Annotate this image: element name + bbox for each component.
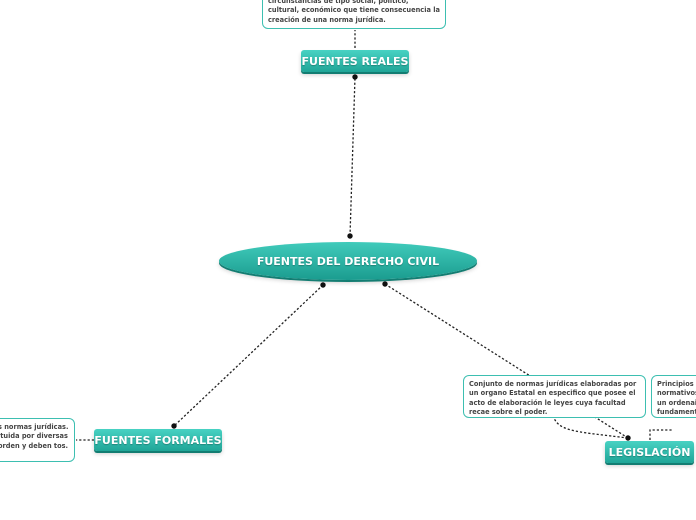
connector-central-to-formales: [173, 284, 324, 427]
connector-dot: [171, 423, 177, 429]
note-fuentes-reales-text: circunstancias de tipo social, político,…: [268, 0, 440, 24]
note-legislacion-principios[interactable]: Principios g normativos un ordenaie fund…: [651, 375, 696, 418]
connector-dot: [625, 435, 631, 441]
connector-dot: [320, 282, 326, 288]
note-legislacion-definicion[interactable]: Conjunto de normas jurídicas elaboradas …: [463, 375, 646, 418]
topic-fuentes-reales[interactable]: FUENTES REALES: [301, 50, 409, 72]
topic-central[interactable]: FUENTES DEL DERECHO CIVIL: [219, 242, 477, 280]
topic-central-label: FUENTES DEL DERECHO CIVIL: [256, 254, 440, 268]
topic-fuentes-reales-label: FUENTES REALES: [301, 54, 409, 68]
topic-fuentes-formales[interactable]: FUENTES FORMALES: [94, 429, 222, 451]
connector-central-to-reales: [349, 76, 356, 237]
connector-dot: [352, 74, 358, 80]
connector-legislacion-to-note-2: [649, 429, 672, 440]
note-fuentes-formales[interactable]: s normas jurídicas. ituida por diversas …: [0, 418, 75, 462]
note-fuentes-reales[interactable]: circunstancias de tipo social, político,…: [262, 0, 446, 29]
connector-legislacion-to-note-1: [553, 417, 629, 439]
connector-dot: [382, 281, 388, 287]
topic-legislacion[interactable]: LEGISLACIÓN: [605, 441, 694, 463]
topic-legislacion-label: LEGISLACIÓN: [608, 445, 691, 459]
note-legislacion-principios-text: Principios g normativos un ordenaie fund…: [657, 380, 696, 417]
note-fuentes-formales-text: s normas jurídicas. ituida por diversas …: [0, 423, 69, 450]
topic-fuentes-formales-label: FUENTES FORMALES: [94, 433, 222, 447]
note-legislacion-definicion-text: Conjunto de normas jurídicas elaboradas …: [469, 380, 637, 417]
connector-dot: [347, 233, 353, 239]
